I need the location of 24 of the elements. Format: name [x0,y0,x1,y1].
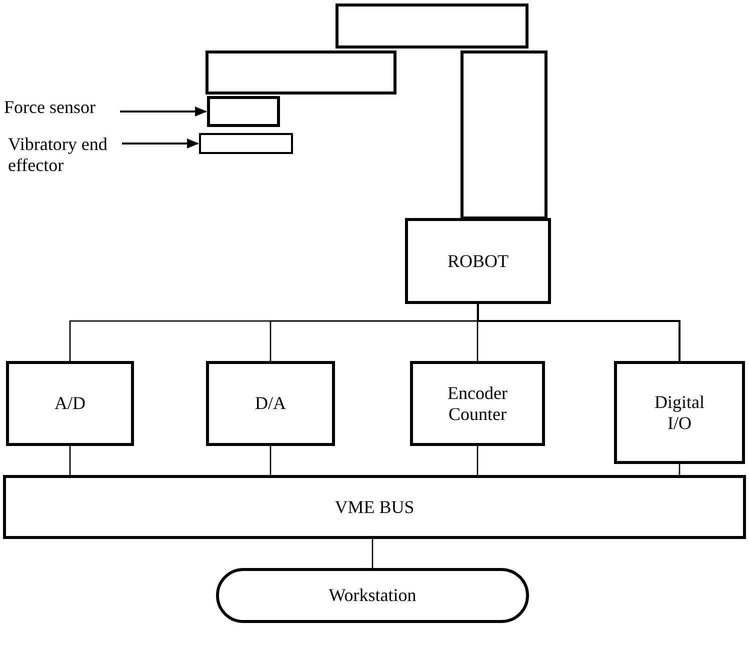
part-label: Force sensor [4,95,118,119]
arrow [122,138,199,148]
arrow [120,106,207,116]
box-label: Encoder Counter [446,382,508,424]
box-label: Digital I/O [654,392,706,434]
component-box [206,361,335,446]
box-label: VME BUS [334,496,414,518]
box-label: Workstation [328,585,416,606]
connector-line [678,464,680,475]
part-label: Vibratory end effector [8,131,120,179]
component-box [410,361,545,446]
component-box [614,361,745,464]
component-box [3,475,746,539]
box-label: ROBOT [447,250,508,272]
end-effector-plate [199,133,293,154]
box-label: D/A [255,393,286,414]
component-box [6,361,134,446]
connector-line [270,446,272,475]
connector-line [372,539,374,568]
component-box [405,218,551,304]
box-label: A/D [54,393,86,414]
connector-line [69,446,71,475]
sensor-block [207,96,280,127]
connector-line [476,446,478,475]
